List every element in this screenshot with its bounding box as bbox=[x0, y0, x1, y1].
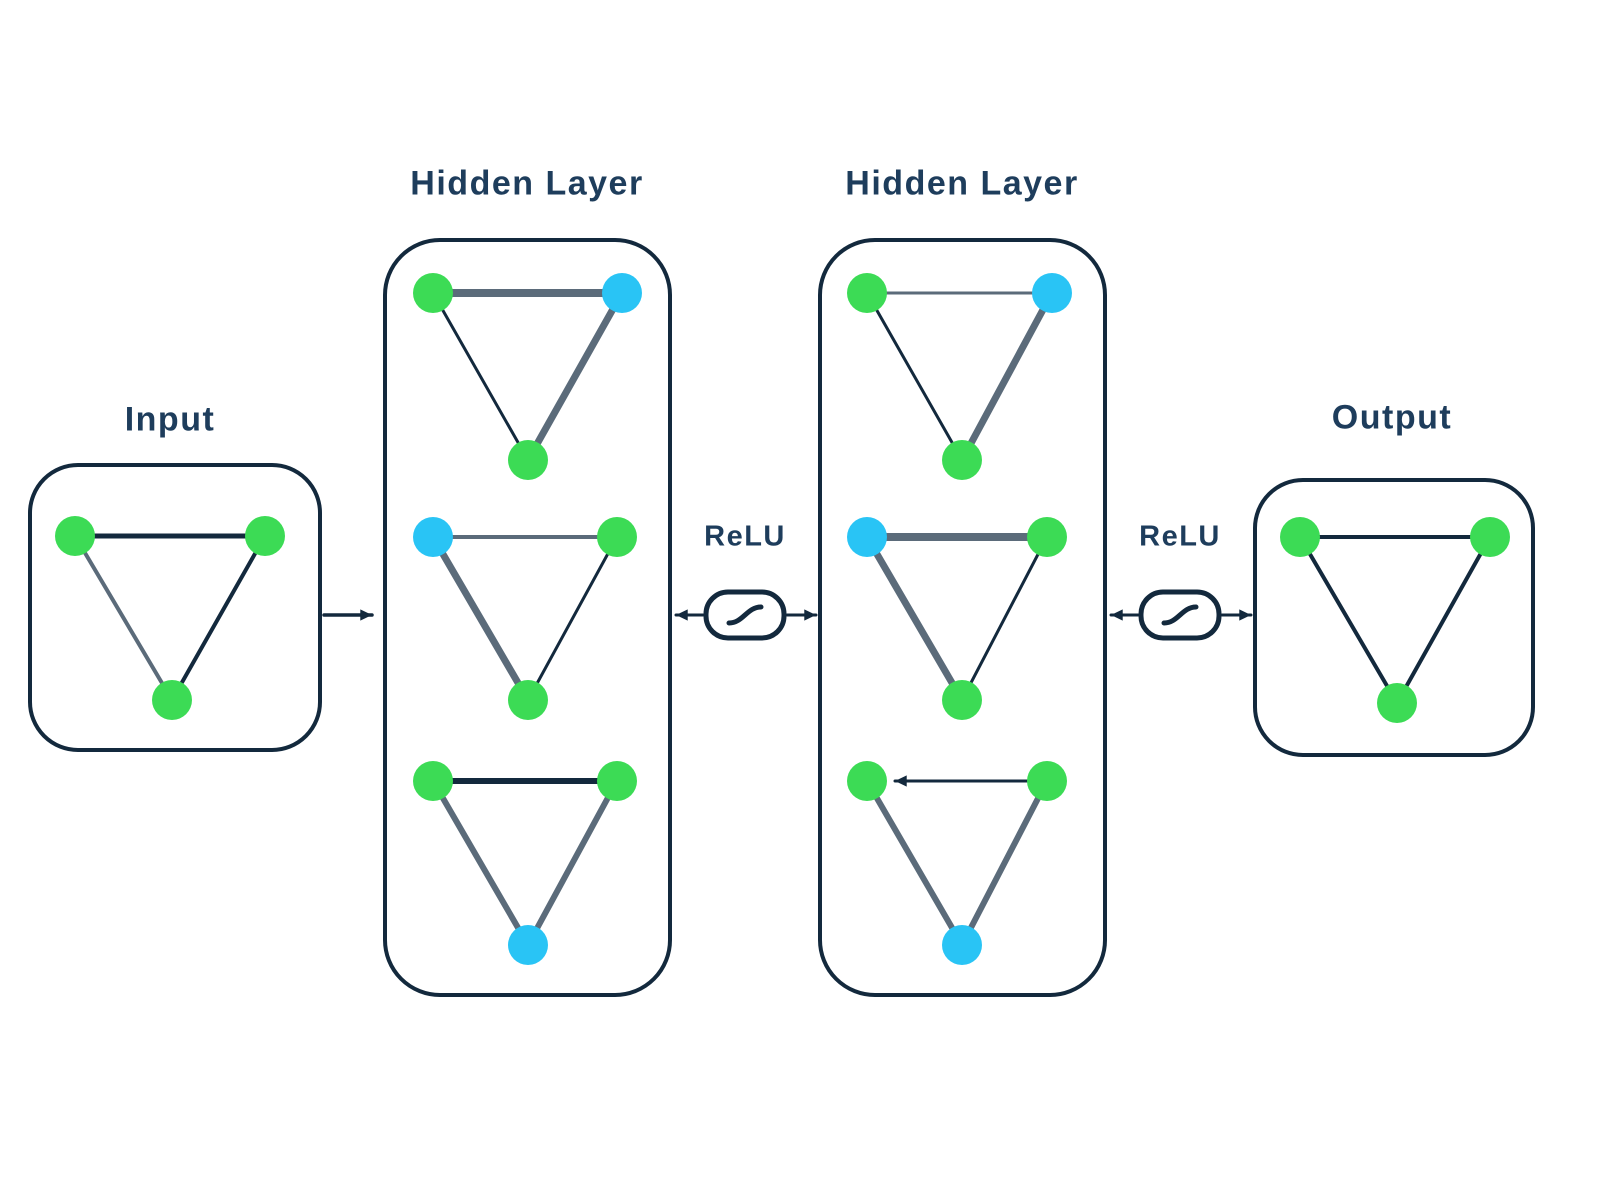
relu1-activation-icon-curve bbox=[726, 604, 764, 626]
relu2-right-arrow-head bbox=[1239, 609, 1251, 621]
h2-t3-edge-right bbox=[959, 778, 1050, 948]
h2-t3-edge-left bbox=[864, 778, 965, 948]
relu1-left-arrow-head bbox=[676, 609, 688, 621]
input-box bbox=[28, 463, 322, 752]
relu2-left-arrow-head bbox=[1111, 609, 1123, 621]
output-layer-label: Output bbox=[1331, 398, 1453, 437]
h2-t3-edge-top-arrow-head bbox=[895, 775, 907, 787]
h2-t2-node-left bbox=[847, 517, 887, 557]
output-edge-right bbox=[1395, 535, 1492, 705]
h1-t1-node-right bbox=[602, 273, 642, 313]
hidden2-box bbox=[818, 238, 1107, 997]
output-node-left bbox=[1280, 517, 1320, 557]
h2-t1-edge-left bbox=[865, 291, 964, 462]
h2-t2-edge-right bbox=[960, 535, 1049, 702]
input-edge-left bbox=[73, 534, 174, 702]
output-node-right bbox=[1470, 517, 1510, 557]
h2-t2-edge-left bbox=[863, 533, 966, 704]
relu2-activation-icon-curve bbox=[1161, 604, 1199, 626]
input-node-left bbox=[55, 516, 95, 556]
h2-t3-node-bottom bbox=[942, 925, 982, 965]
h1-t2-node-bottom bbox=[508, 680, 548, 720]
h1-t1-node-left bbox=[413, 273, 453, 313]
relu-1-label: ReLU bbox=[704, 520, 786, 553]
h1-t3-node-bottom bbox=[508, 925, 548, 965]
h2-t1-edge-right bbox=[958, 289, 1056, 464]
h1-t1-edge-right bbox=[524, 289, 626, 464]
h2-t2-node-right bbox=[1027, 517, 1067, 557]
h1-t3-edge-left bbox=[430, 778, 531, 948]
input-to-hidden1-arrow-head bbox=[360, 609, 372, 621]
hidden-layer-1-label: Hidden Layer bbox=[410, 164, 644, 203]
input-node-bottom bbox=[152, 680, 192, 720]
input-layer-label: Input bbox=[124, 400, 216, 439]
relu1-right-arrow-head bbox=[804, 609, 816, 621]
h2-t2-node-bottom bbox=[942, 680, 982, 720]
h1-t2-node-right bbox=[597, 517, 637, 557]
hidden-layer-2-label: Hidden Layer bbox=[845, 164, 1079, 203]
input-node-right bbox=[245, 516, 285, 556]
h1-t1-node-bottom bbox=[508, 440, 548, 480]
h2-t3-node-right bbox=[1027, 761, 1067, 801]
h1-t2-node-left bbox=[413, 517, 453, 557]
h1-t3-node-right bbox=[597, 761, 637, 801]
h1-t1-edge-left bbox=[431, 291, 530, 462]
h1-t3-node-left bbox=[413, 761, 453, 801]
output-node-bottom bbox=[1377, 683, 1417, 723]
h1-t2-edge-right bbox=[526, 535, 619, 702]
input-edge-right bbox=[170, 534, 267, 702]
output-edge-left bbox=[1298, 535, 1399, 705]
h2-t3-node-left bbox=[847, 761, 887, 801]
h1-t3-edge-right bbox=[525, 778, 620, 948]
h2-t1-node-right bbox=[1032, 273, 1072, 313]
output-box bbox=[1253, 478, 1535, 757]
hidden1-box bbox=[383, 238, 672, 997]
h2-t1-node-bottom bbox=[942, 440, 982, 480]
h2-t1-node-left bbox=[847, 273, 887, 313]
h1-t2-edge-left bbox=[429, 533, 532, 704]
relu-2-label: ReLU bbox=[1139, 520, 1221, 553]
